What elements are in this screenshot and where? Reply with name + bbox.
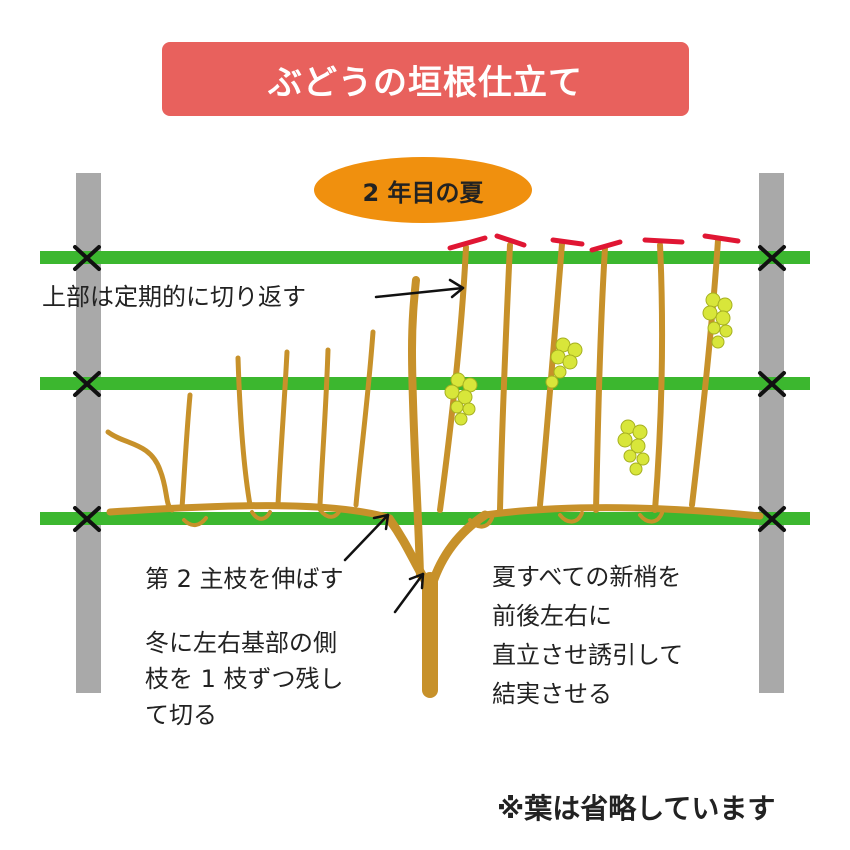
label-summer-3: 直立させ誘引して xyxy=(492,641,684,669)
label-summer-4: 結実させる xyxy=(492,680,612,708)
footnote: ※葉は省略しています xyxy=(497,792,776,825)
season-text: 2 年目の夏 xyxy=(362,178,484,207)
central-shoot xyxy=(408,276,424,579)
title-banner: ぶどうの垣根仕立て xyxy=(162,42,689,116)
tie-marks xyxy=(73,245,786,532)
grape-cluster xyxy=(702,292,733,349)
grape-cluster xyxy=(617,419,650,476)
season-badge: 2 年目の夏 xyxy=(314,157,532,223)
arrows xyxy=(343,278,465,614)
bottom-wire xyxy=(40,512,810,525)
label-summer-2: 前後左右に xyxy=(492,602,612,630)
grape-cluster xyxy=(545,337,583,389)
middle-wire xyxy=(40,377,810,390)
grape-clusters xyxy=(444,292,733,476)
grape-cluster xyxy=(444,372,478,426)
label-second-branch: 第 2 主枝を伸ばす xyxy=(145,565,344,593)
title-text: ぶどうの垣根仕立て xyxy=(268,62,583,103)
label-winter-cut-3: て切る xyxy=(145,701,217,729)
right-cordon xyxy=(481,504,764,520)
label-winter-cut-1: 冬に左右基部の側 xyxy=(145,629,337,657)
label-summer-1: 夏すべての新梢を xyxy=(492,563,682,591)
cut-marks xyxy=(447,233,741,253)
label-winter-cut-2: 枝を 1 枝ずつ残し xyxy=(145,665,344,693)
vine xyxy=(105,237,764,698)
label-top-cut: 上部は定期的に切り返す xyxy=(42,283,306,311)
top-wire xyxy=(40,251,810,264)
left-cordon xyxy=(106,502,394,522)
